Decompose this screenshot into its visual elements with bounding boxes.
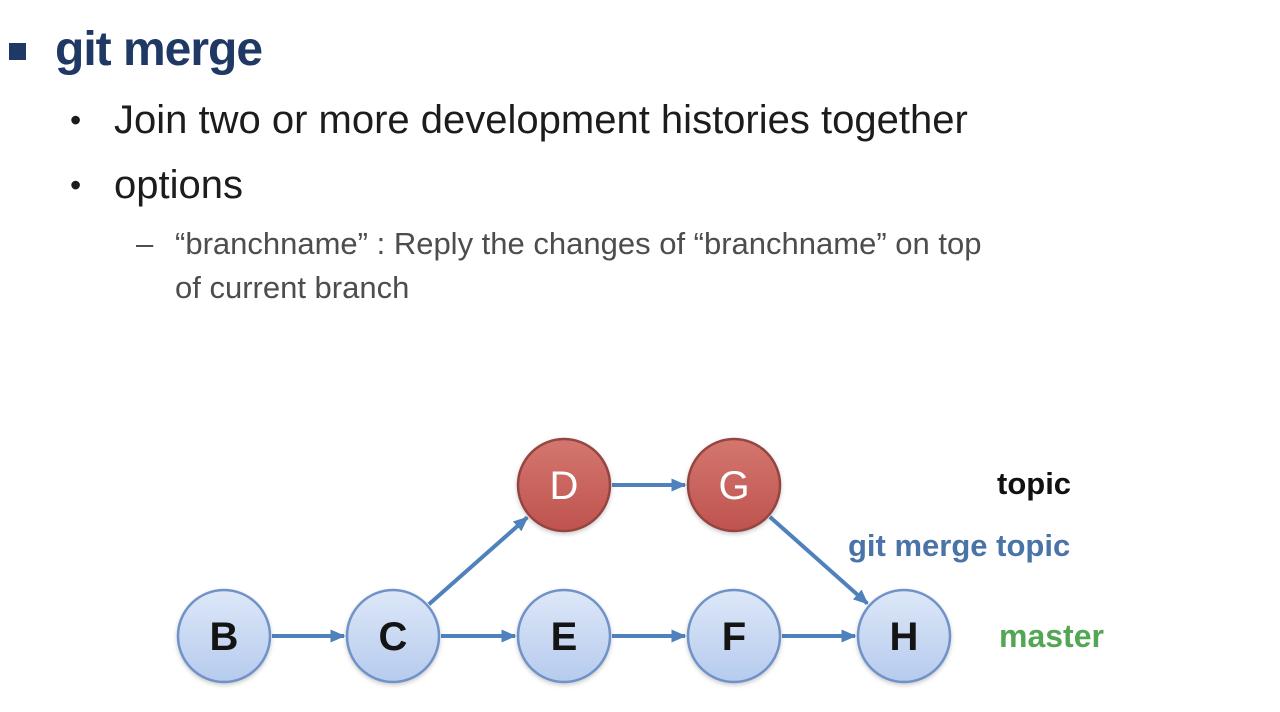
page-title: git merge (55, 23, 263, 76)
topic-branch-label: topic (997, 466, 1072, 501)
sub-bullet-line-1: “branchname” : Reply the changes of “bra… (175, 226, 982, 261)
commit-label: D (550, 464, 579, 508)
nodes-layer: B C E F H D G (176, 437, 952, 684)
commit-label: F (722, 615, 746, 659)
bullet-text: options (114, 163, 243, 207)
commit-node-H: H (856, 588, 952, 684)
bullet-item-join: • Join two or more development histories… (70, 96, 968, 144)
commit-label: C (379, 615, 408, 659)
master-commit-circle (856, 588, 952, 684)
merge-command-label: git merge topic (848, 528, 1071, 563)
commit-label: E (551, 615, 578, 659)
slide-title-row: git merge (9, 22, 263, 78)
topic-commit-circle (686, 437, 782, 533)
master-commit-circle (516, 588, 612, 684)
bullet-text: Join two or more development histories t… (114, 98, 968, 142)
edges-layer (272, 478, 869, 643)
bullet-dot-icon: • (70, 102, 82, 138)
commit-label: G (718, 464, 749, 508)
topic-commit-circle (516, 437, 612, 533)
bullet-item-options: • options (70, 161, 243, 209)
bullet-dot-icon: • (70, 167, 82, 203)
master-commit-circle (176, 588, 272, 684)
edge-G-H (768, 515, 869, 605)
commit-node-B: B (176, 588, 272, 684)
commit-node-E: E (516, 588, 612, 684)
edge-C-D (427, 515, 529, 606)
commit-node-C: C (345, 588, 441, 684)
commit-label: B (210, 615, 239, 659)
commit-node-F: F (686, 588, 782, 684)
master-branch-label: master (999, 618, 1104, 654)
commit-node-D: D (516, 437, 612, 533)
sub-bullet-branchname: – “branchname” : Reply the changes of “b… (136, 222, 981, 310)
commit-node-G: G (686, 437, 782, 533)
square-bullet-icon (9, 43, 26, 60)
sub-bullet-line-2: of current branch (175, 270, 410, 305)
master-commit-circle (345, 588, 441, 684)
dash-bullet-icon: – (136, 226, 154, 261)
sub-bullet-text: “branchname” : Reply the changes of “bra… (175, 222, 981, 310)
master-commit-circle (686, 588, 782, 684)
commit-label: H (890, 615, 919, 659)
